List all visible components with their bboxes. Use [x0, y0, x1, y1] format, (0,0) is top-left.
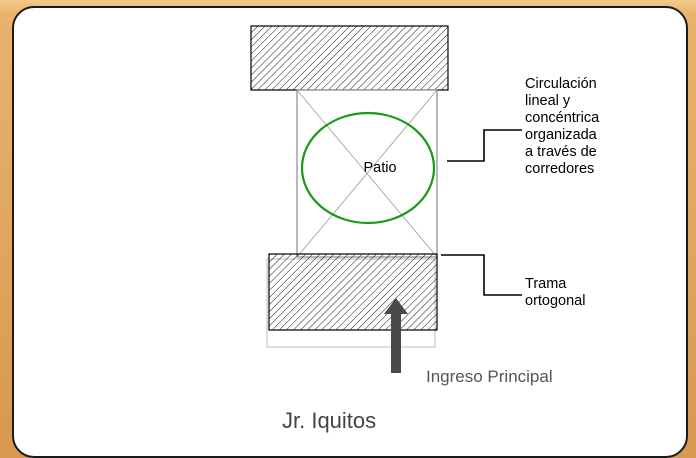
entrance-label: Ingreso Principal	[426, 367, 553, 386]
street-label: Jr. Iquitos	[282, 408, 377, 433]
grid-note-line: Trama	[525, 276, 567, 292]
circulation-note: Circulación lineal y concéntrica organiz…	[525, 76, 599, 178]
slide-frame: Patio Circulación lineal y concéntrica o…	[12, 6, 688, 458]
grid-note-line: ortogonal	[525, 293, 586, 309]
circulation-note-line: Circulación	[525, 76, 597, 92]
entrance-arrow	[384, 298, 408, 373]
patio-circle	[300, 111, 436, 225]
grid-leader-line	[441, 254, 522, 296]
central-courtyard	[296, 89, 438, 258]
circulation-note-line: a través de	[525, 144, 597, 160]
circulation-note-line: concéntrica	[525, 110, 600, 126]
circulation-leader-line	[447, 129, 522, 162]
circulation-note-line: corredores	[525, 161, 595, 177]
patio-label: Patio	[363, 160, 397, 176]
site-plan-diagram	[250, 25, 522, 373]
bottom-building-block	[268, 253, 438, 331]
grid-note: Trama ortogonal	[525, 276, 585, 310]
circulation-note-line: organizada	[525, 127, 597, 143]
top-building-block	[250, 25, 449, 91]
circulation-note-line: lineal y	[525, 93, 571, 109]
